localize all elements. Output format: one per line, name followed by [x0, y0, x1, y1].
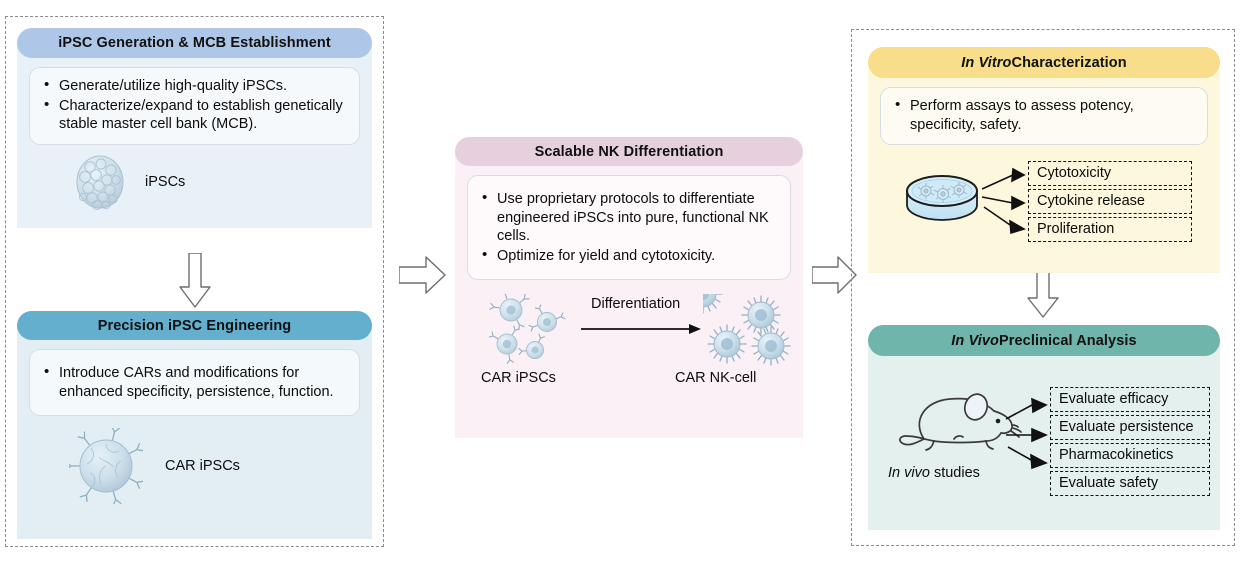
- analysis-arrows-icon: [1004, 395, 1049, 487]
- car-ipsc-figure-row: CAR iPSCs: [29, 425, 360, 507]
- ipsc-generation-bullet-card: Generate/utilize high-quality iPSCs. Cha…: [29, 67, 360, 145]
- list-item: Characterize/expand to establish genetic…: [42, 96, 347, 134]
- stage-in-vitro-header-italic: In Vitro: [961, 54, 1012, 71]
- in-vivo-analysis-figure: In vivo studies Evaluate efficacy Evalua…: [880, 369, 1210, 519]
- stage-precision-engineering-body: Introduce CARs and modifications for enh…: [17, 327, 372, 539]
- stage-ipsc-generation[interactable]: iPSC Generation & MCB Establishment Gene…: [17, 28, 372, 228]
- list-item: Optimize for yield and cytotoxicity.: [480, 246, 778, 266]
- nk-figure-right-label: CAR NK-cell: [675, 370, 757, 387]
- nk-differentiation-bullet-card: Use proprietary protocols to differentia…: [467, 175, 791, 281]
- stage-in-vivo-body: In vivo studies Evaluate efficacy Evalua…: [868, 343, 1220, 530]
- stage-in-vivo-header-italic: In Vivo: [951, 332, 999, 349]
- in-vitro-bullet-card: Perform assays to assess potency, specif…: [880, 87, 1208, 146]
- nk-figure-left-label: CAR iPSCs: [481, 370, 556, 387]
- connector-ipsc-to-engineering: [178, 252, 212, 314]
- in-vivo-figure-label-italic: In vivo: [888, 465, 930, 481]
- ipsc-figure-label: iPSCs: [145, 173, 186, 190]
- differentiation-arrow-label: Differentiation: [591, 296, 681, 313]
- differentiation-arrow-icon: [579, 322, 703, 336]
- stage-in-vivo-header: In Vivo Preclinical Analysis: [868, 325, 1220, 356]
- stage-precision-engineering-header: Precision iPSC Engineering: [17, 311, 372, 340]
- left-group-container: [5, 16, 384, 547]
- car-nk-cluster-icon: [683, 274, 803, 368]
- list-item: Introduce CARs and modifications for enh…: [42, 363, 347, 401]
- stage-ipsc-generation-header: iPSC Generation & MCB Establishment: [17, 28, 372, 58]
- nk-differentiation-figure: Differentiation: [467, 274, 791, 404]
- stage-in-vivo[interactable]: In Vivo Preclinical Analysis: [868, 325, 1220, 530]
- in-vivo-figure-label-rest: studies: [929, 465, 980, 481]
- stage-in-vitro-body: Perform assays to assess potency, specif…: [868, 65, 1220, 273]
- right-group-container: [851, 29, 1235, 546]
- car-ipsc-cluster-icon: [488, 288, 585, 366]
- in-vitro-assay-figure: Cytotoxicity Cytokine release Proliferat…: [880, 155, 1208, 255]
- stage-ipsc-generation-body: Generate/utilize high-quality iPSCs. Cha…: [17, 45, 372, 228]
- stage-nk-differentiation[interactable]: Scalable NK Differentiation Use propriet…: [455, 137, 803, 438]
- stage-nk-differentiation-header: Scalable NK Differentiation: [455, 137, 803, 166]
- list-item: Perform assays to assess potency, specif…: [893, 96, 1195, 134]
- analysis-chip-efficacy[interactable]: Evaluate efficacy: [1050, 387, 1210, 412]
- stage-nk-differentiation-body: Use proprietary protocols to differentia…: [455, 153, 803, 438]
- stage-in-vitro[interactable]: In Vitro Characterization Perform assays…: [868, 47, 1220, 273]
- connector-middle-to-right: [811, 253, 858, 302]
- list-item: Generate/utilize high-quality iPSCs.: [42, 76, 347, 96]
- assay-arrows-icon: [980, 163, 1027, 247]
- assay-chip-proliferation[interactable]: Proliferation: [1028, 217, 1192, 243]
- precision-engineering-bullet-card: Introduce CARs and modifications for enh…: [29, 349, 360, 417]
- connector-invitro-to-invivo: [1026, 266, 1060, 324]
- ipsc-figure-row: iPSCs: [29, 153, 360, 211]
- list-item: Use proprietary protocols to differentia…: [480, 189, 778, 246]
- ipsc-colony-icon: [73, 153, 127, 211]
- petri-dish-icon: [902, 165, 982, 229]
- car-ipsc-cell-icon: [65, 425, 144, 507]
- assay-chip-cytokine-release[interactable]: Cytokine release: [1028, 189, 1192, 215]
- stage-in-vitro-header: In Vitro Characterization: [868, 47, 1220, 78]
- stage-precision-engineering[interactable]: Precision iPSC Engineering Introduce CAR…: [17, 311, 372, 539]
- connector-left-to-middle: [398, 253, 447, 302]
- analysis-chip-safety[interactable]: Evaluate safety: [1050, 471, 1210, 496]
- stage-in-vitro-header-rest: Characterization: [1011, 54, 1127, 71]
- analysis-chip-persistence[interactable]: Evaluate persistence: [1050, 415, 1210, 440]
- analysis-chip-pharmacokinetics[interactable]: Pharmacokinetics: [1050, 443, 1210, 468]
- mouse-icon: [894, 381, 1030, 461]
- assay-chip-cytotoxicity[interactable]: Cytotoxicity: [1028, 161, 1192, 187]
- car-ipsc-figure-label: CAR iPSCs: [165, 458, 240, 475]
- in-vivo-figure-label: In vivo studies: [888, 465, 980, 481]
- stage-in-vivo-header-rest: Preclinical Analysis: [999, 332, 1137, 349]
